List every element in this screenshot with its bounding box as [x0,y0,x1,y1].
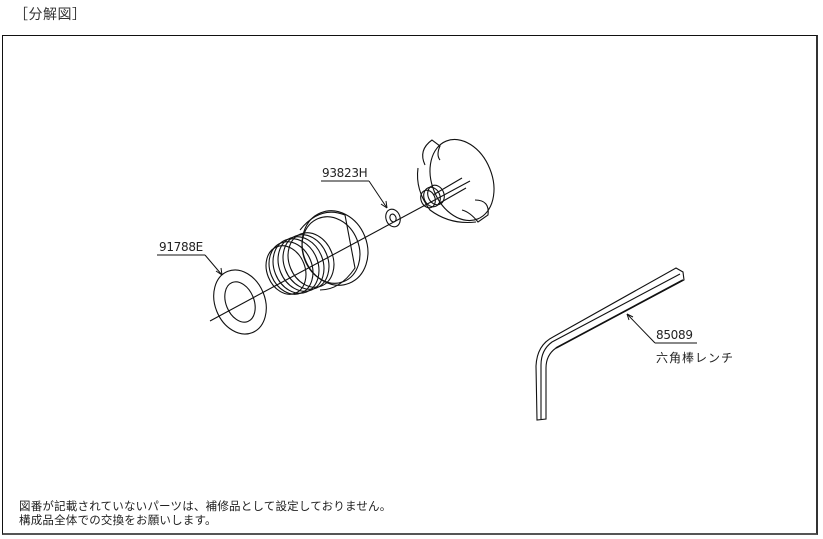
note-line-2: 構成品全体での交換をお願いします。 [19,513,217,527]
diagram-frame [2,35,818,535]
part-number-93823h[interactable]: 93823H [322,166,368,180]
diagram-heading: ［分解図］ [14,7,87,23]
note-line-1: 図番が記載されていないパーツは、補修品として設定しておりません。 [19,499,392,513]
washer-91788e-drawing[interactable] [204,262,275,342]
hex-key-85089-drawing[interactable] [535,267,685,421]
leader-lines [157,180,697,344]
handle-cap-drawing[interactable] [416,130,506,230]
part-name-hex-wrench: 六角棒レンチ [656,351,735,365]
oring-93823h-drawing[interactable] [383,207,402,229]
part-number-85089[interactable]: 85089 [656,328,693,342]
part-number-91788e[interactable]: 91788E [159,240,203,254]
threaded-plug-drawing[interactable] [259,201,379,301]
